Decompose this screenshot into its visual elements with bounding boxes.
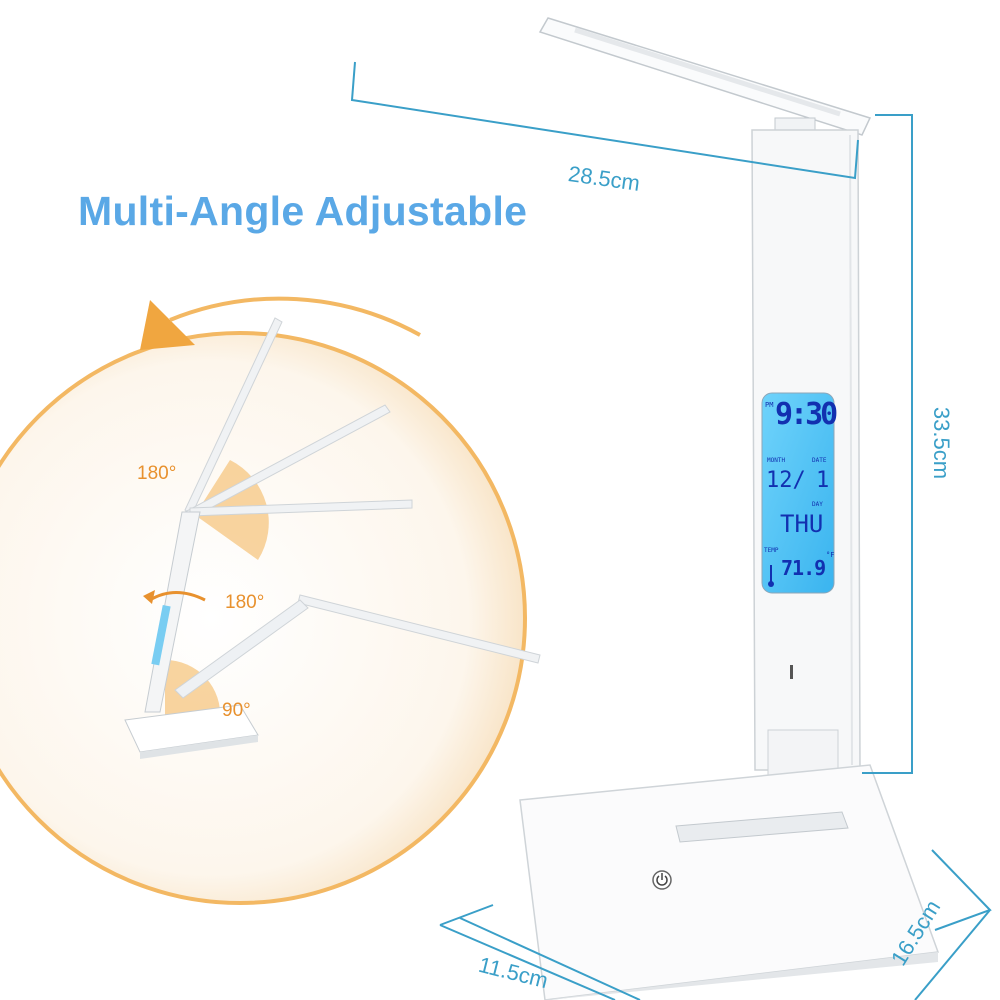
feature-title: Multi-Angle Adjustable <box>78 188 528 234</box>
lcd-date-label: DATE <box>812 457 827 464</box>
angle-label-head: 180° <box>137 463 177 484</box>
lcd-panel <box>761 392 835 594</box>
angle-label-arm: 180° <box>225 592 265 613</box>
lcd-day-label: DAY <box>812 501 823 508</box>
lcd-month-label: MONTH <box>767 457 786 464</box>
lcd-period: PM <box>765 401 774 409</box>
lcd-day: THU <box>780 510 824 538</box>
dimension-height: 33.5cm <box>929 406 955 480</box>
lcd-date: 1 <box>816 468 830 493</box>
angle-inset-circle <box>0 296 541 905</box>
lcd-time: 9:30 <box>775 397 838 432</box>
angle-label-base: 90° <box>222 700 251 721</box>
dimension-lines <box>350 61 992 1000</box>
thermometer-icon <box>768 565 774 587</box>
rotate-arrow-icon <box>140 300 195 350</box>
lcd-temp-unit: °F <box>826 551 835 559</box>
desk-lamp <box>519 17 940 1000</box>
lcd-month: 12/ <box>766 468 806 493</box>
lcd-temp: 71.9 <box>781 556 826 580</box>
power-touch-icon[interactable] <box>652 870 672 890</box>
lcd-temp-label: TEMP <box>764 547 779 554</box>
